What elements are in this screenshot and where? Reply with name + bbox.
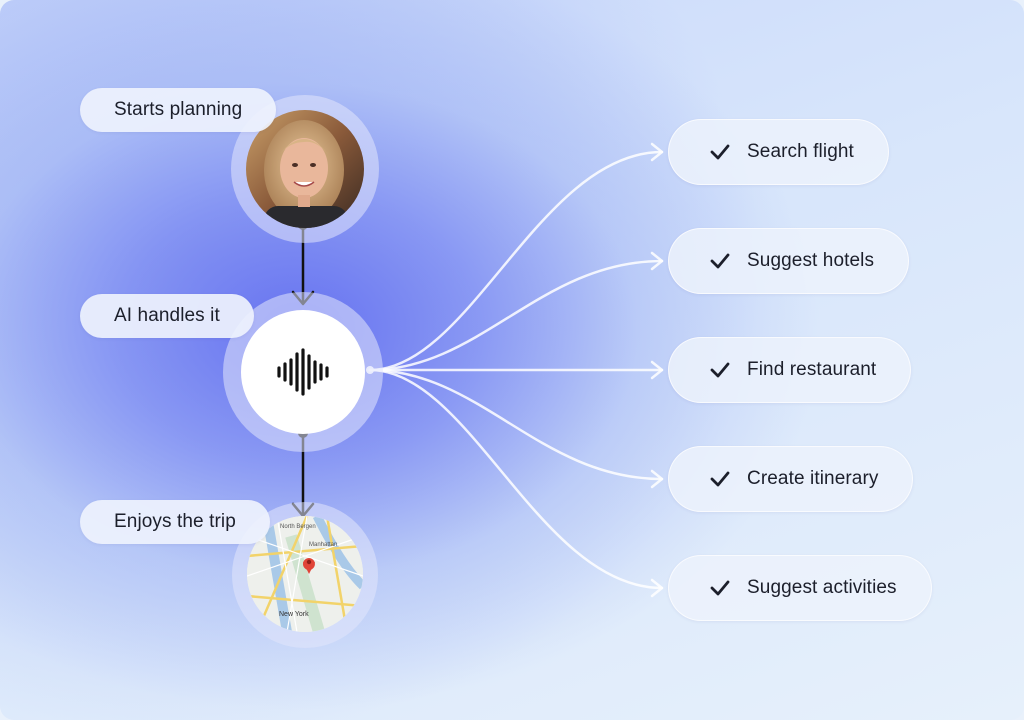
step-label-end-text: Enjoys the trip bbox=[114, 511, 236, 532]
branch-line-5 bbox=[368, 368, 664, 590]
task-create-itinerary: Create itinerary bbox=[668, 446, 914, 512]
task-label: Create itinerary bbox=[747, 468, 879, 489]
step-label-ai-text: AI handles it bbox=[114, 305, 220, 326]
check-icon bbox=[709, 141, 731, 163]
check-icon bbox=[709, 468, 731, 490]
map-icon: North Bergen Manhattan New York bbox=[247, 516, 363, 632]
person-avatar-icon bbox=[246, 110, 364, 228]
map-label-manhattan: Manhattan bbox=[309, 542, 337, 548]
step-label-start: Starts planning bbox=[80, 88, 277, 132]
avatar bbox=[246, 110, 364, 228]
branch-line-4 bbox=[368, 368, 664, 481]
step-label-ai: AI handles it bbox=[80, 294, 254, 338]
check-icon bbox=[709, 359, 731, 381]
map-label-north-bergen: North Bergen bbox=[280, 524, 316, 530]
ai-voice-button[interactable] bbox=[241, 310, 365, 434]
check-icon bbox=[709, 577, 731, 599]
task-suggest-activities: Suggest activities bbox=[668, 555, 932, 621]
task-label: Search flight bbox=[747, 141, 854, 162]
branch-line-1 bbox=[368, 150, 664, 372]
map-thumbnail: North Bergen Manhattan New York bbox=[247, 516, 363, 632]
map-label-new-york: New York bbox=[279, 611, 309, 618]
step-label-end: Enjoys the trip bbox=[80, 500, 270, 544]
check-icon bbox=[709, 250, 731, 272]
sound-wave-icon bbox=[277, 348, 329, 396]
task-label: Suggest hotels bbox=[747, 250, 875, 271]
task-search-flight: Search flight bbox=[668, 119, 889, 185]
task-label: Find restaurant bbox=[747, 359, 877, 380]
task-label: Suggest activities bbox=[747, 577, 897, 598]
branch-line-2 bbox=[368, 259, 664, 372]
task-find-restaurant: Find restaurant bbox=[668, 337, 912, 403]
task-suggest-hotels: Suggest hotels bbox=[668, 228, 910, 294]
step-label-start-text: Starts planning bbox=[114, 99, 243, 120]
